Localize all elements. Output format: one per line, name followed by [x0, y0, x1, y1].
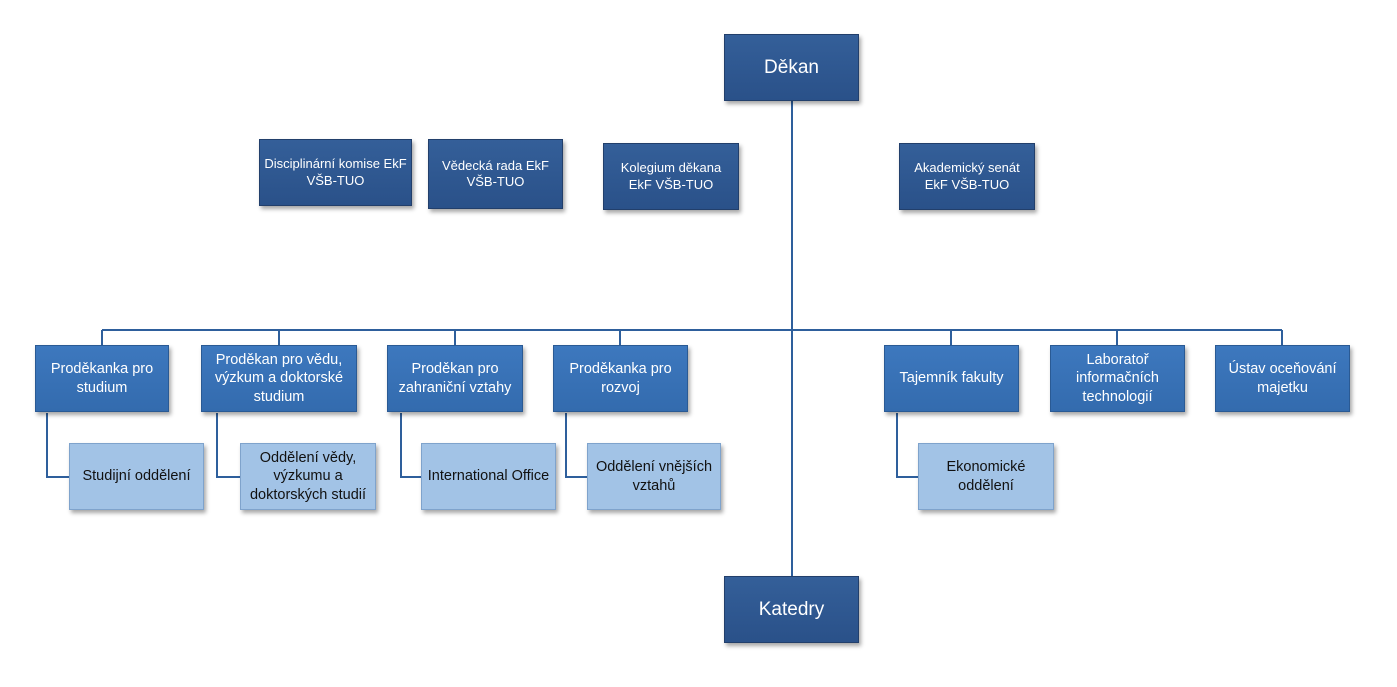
research-office-box: Oddělení vědy, výzkumu a doktorských stu… — [240, 443, 376, 510]
academic-senate-box: Akademický senát EkF VŠB-TUO — [899, 143, 1035, 210]
study-office-box: Studijní oddělení — [69, 443, 204, 510]
elbow-line — [565, 413, 587, 478]
elbow-line — [46, 413, 69, 478]
vice-dean-research-box: Proděkan pro vědu, výzkum a doktorské st… — [201, 345, 357, 412]
elbow-line — [400, 413, 421, 478]
elbow-line — [216, 413, 240, 478]
disciplinary-committee-box: Disciplinární komise EkF VŠB-TUO — [259, 139, 412, 206]
scientific-board-box: Vědecká rada EkF VŠB-TUO — [428, 139, 563, 209]
dean-box: Děkan — [724, 34, 859, 101]
departments-box: Katedry — [724, 576, 859, 643]
elbow-line — [896, 413, 918, 478]
it-laboratory-box: Laboratoř informačních technologií — [1050, 345, 1185, 412]
vice-dean-development-box: Proděkanka pro rozvoj — [553, 345, 688, 412]
faculty-secretary-box: Tajemník fakulty — [884, 345, 1019, 412]
property-valuation-institute-box: Ústav oceňování majetku — [1215, 345, 1350, 412]
vice-dean-international-box: Proděkan pro zahraniční vztahy — [387, 345, 523, 412]
economic-office-box: Ekonomické oddělení — [918, 443, 1054, 510]
external-relations-office-box: Oddělení vnějších vztahů — [587, 443, 721, 510]
vice-dean-studies-box: Proděkanka pro studium — [35, 345, 169, 412]
international-office-box: International Office — [421, 443, 556, 510]
dean-collegium-box: Kolegium děkana EkF VŠB-TUO — [603, 143, 739, 210]
